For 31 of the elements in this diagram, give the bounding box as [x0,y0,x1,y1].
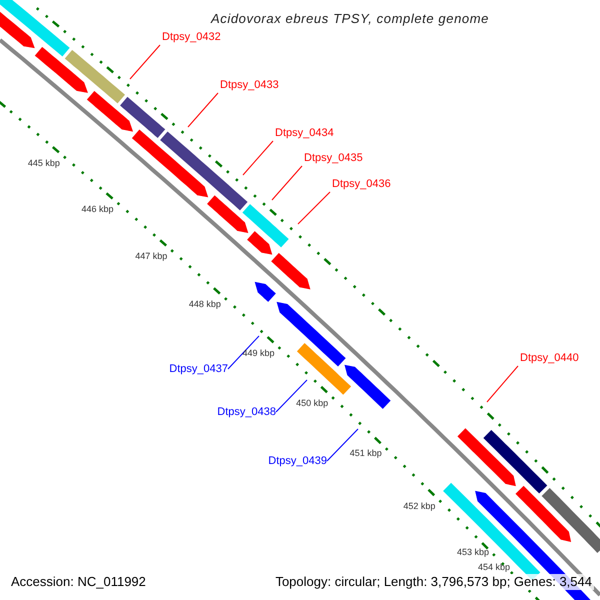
leader-line [326,428,358,462]
gene-label: Dtpsy_0440 [520,352,579,364]
leader-line [242,140,274,176]
position-label: 449 kbp [242,348,275,358]
gene-label: Dtpsy_0438 [217,406,276,418]
accession-text: Accession: NC_011992 [9,574,148,590]
gene-label: Dtpsy_0439 [268,455,327,467]
leader-line [188,92,218,128]
position-label: 448 kbp [188,298,221,309]
leader-line [486,366,518,402]
gene-label: Dtpsy_0436 [332,178,391,190]
leader-line [130,44,160,80]
position-label: 445 kbp [28,158,60,168]
gene-label: Dtpsy_0437 [169,363,228,375]
position-label: 450 kbp [296,398,328,408]
leader-line [298,192,330,224]
gene-label: Dtpsy_0435 [304,152,363,164]
position-label: 447 kbp [135,250,168,261]
position-label: 451 kbp [350,448,382,458]
position-label: 446 kbp [82,204,114,214]
position-label: 452 kbp [403,500,436,511]
gene-label: Dtpsy_0432 [162,31,221,43]
genome-summary-text: Topology: circular; Length: 3,796,573 bp; Genes: 3,544 [273,574,594,590]
position-label: 454 kbp [478,562,510,572]
position-label: 453 kbp [456,547,489,557]
gene-label: Dtpsy_0434 [275,127,334,139]
leader-line [272,166,302,200]
gene-label: Dtpsy_0433 [220,79,279,91]
leader-line [228,336,260,370]
leader-line [276,380,308,412]
diagram-title: Acidovorax ebreus TPSY, complete genome [210,10,490,28]
